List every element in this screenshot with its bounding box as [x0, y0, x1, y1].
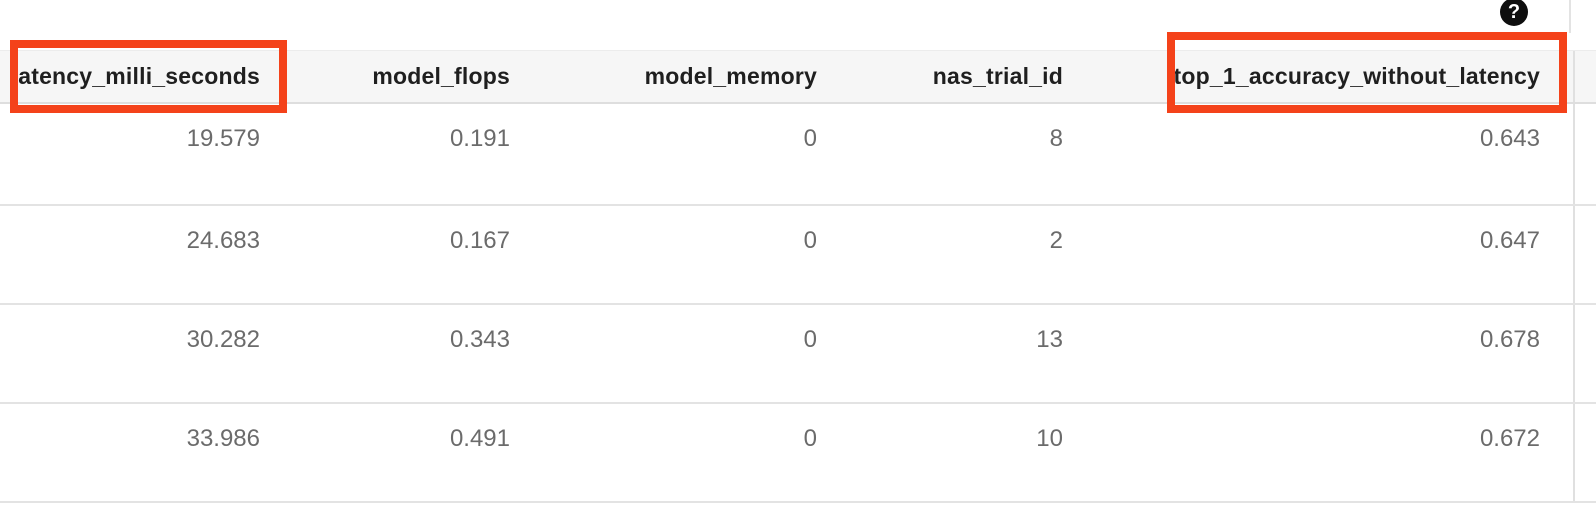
cell-model-memory: 0 — [803, 227, 817, 254]
cell-nas-trial-id: 13 — [1036, 326, 1063, 353]
cell-top-1-accuracy-without-latency: 0.678 — [1479, 326, 1540, 353]
cell-model-memory: 0 — [803, 326, 817, 353]
table-row[interactable]: 30.282 0.343 0 13 0.678 — [0, 305, 1596, 404]
cell-model-flops: 0.167 — [449, 227, 510, 254]
table-header-row: latency_milli_seconds model_flops model_… — [0, 50, 1596, 104]
column-header-model-memory[interactable]: model_memory — [644, 63, 817, 89]
cell-model-flops: 0.343 — [449, 326, 510, 353]
column-header-nas-trial-id[interactable]: nas_trial_id — [932, 63, 1063, 89]
table-row[interactable]: 24.683 0.167 0 2 0.647 — [0, 206, 1596, 305]
cell-nas-trial-id: 2 — [1049, 227, 1063, 254]
cell-latency-milli-seconds: 19.579 — [186, 125, 260, 152]
top-column-divider — [1569, 0, 1571, 33]
cell-model-memory: 0 — [803, 125, 817, 152]
column-header-overflow — [1573, 51, 1596, 102]
cell-nas-trial-id: 10 — [1036, 425, 1063, 452]
cell-model-flops: 0.491 — [449, 425, 510, 452]
help-icon[interactable]: ? — [1500, 0, 1528, 26]
column-header-latency-milli-seconds[interactable]: latency_milli_seconds — [11, 63, 260, 89]
cell-top-1-accuracy-without-latency: 0.672 — [1479, 425, 1540, 452]
table-row[interactable]: 33.986 0.491 0 10 0.672 — [0, 404, 1596, 503]
cell-latency-milli-seconds: 24.683 — [186, 227, 260, 254]
cell-overflow — [1573, 404, 1596, 501]
cell-nas-trial-id: 8 — [1049, 125, 1063, 152]
cell-latency-milli-seconds: 33.986 — [186, 425, 260, 452]
cell-overflow — [1573, 104, 1596, 204]
cell-overflow — [1573, 305, 1596, 402]
cell-latency-milli-seconds: 30.282 — [186, 326, 260, 353]
table-row[interactable]: 19.579 0.191 0 8 0.643 — [0, 104, 1596, 206]
metrics-table: latency_milli_seconds model_flops model_… — [0, 50, 1596, 503]
cell-model-flops: 0.191 — [449, 125, 510, 152]
column-header-model-flops[interactable]: model_flops — [372, 63, 510, 89]
cell-overflow — [1573, 206, 1596, 303]
cell-top-1-accuracy-without-latency: 0.647 — [1479, 227, 1540, 254]
cell-model-memory: 0 — [803, 425, 817, 452]
cell-top-1-accuracy-without-latency: 0.643 — [1479, 125, 1540, 152]
column-header-top-1-accuracy-without-latency[interactable]: top_1_accuracy_without_latency — [1173, 63, 1540, 89]
